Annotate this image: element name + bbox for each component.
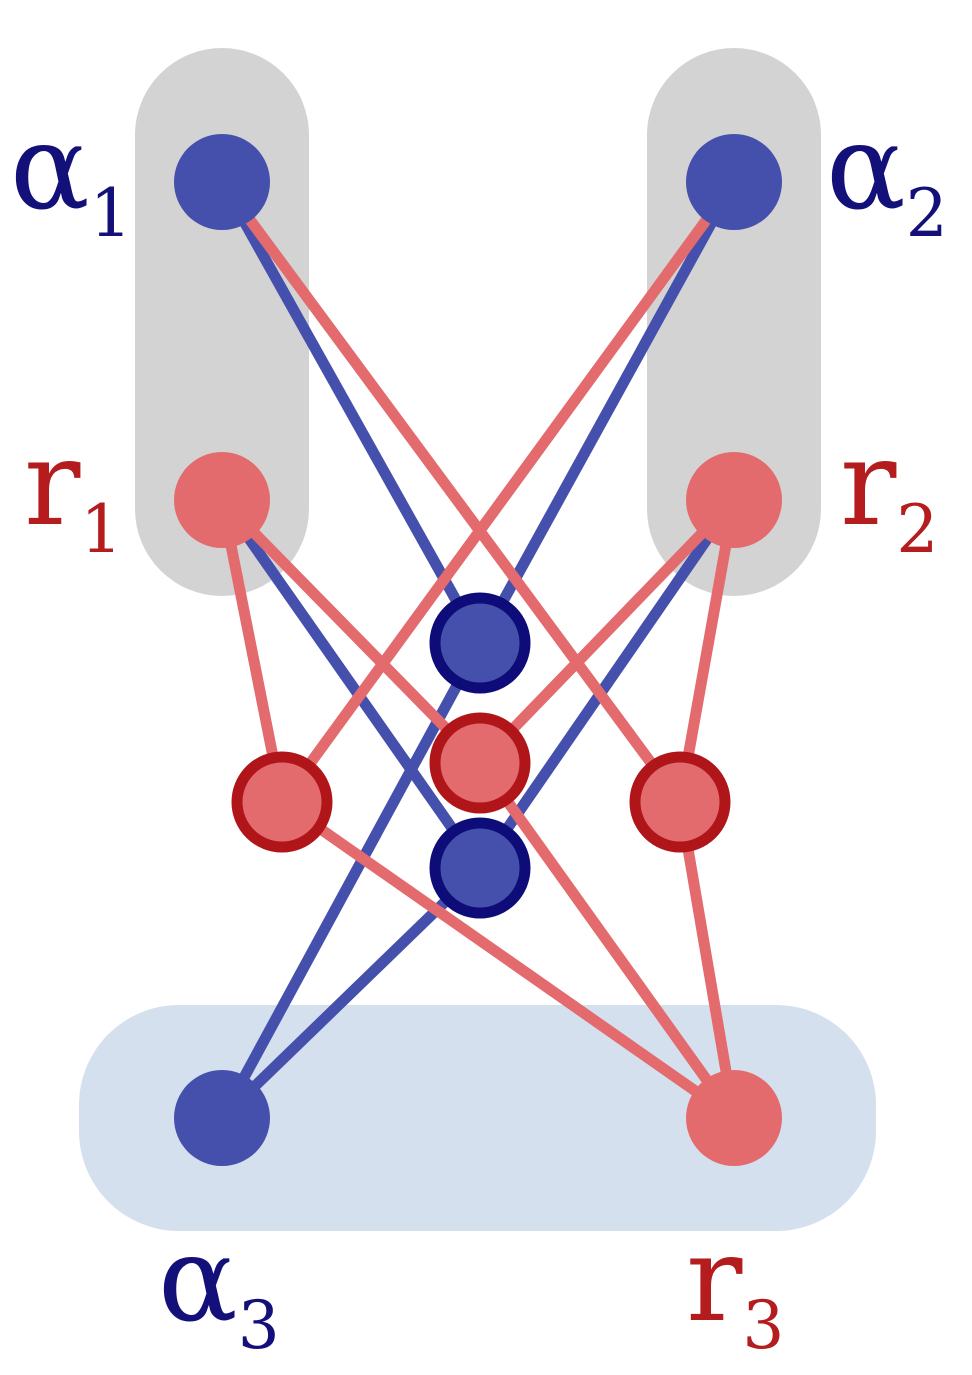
label-alpha1: α1 bbox=[10, 98, 132, 252]
node-r3 bbox=[686, 1070, 782, 1166]
label-r2: r2 bbox=[840, 414, 938, 568]
edge-m-r-left-to-r3 bbox=[278, 797, 738, 1123]
node-r2 bbox=[686, 452, 782, 548]
label-alpha2: α2 bbox=[826, 98, 948, 252]
edge-r1-to-m-alpha-bottom bbox=[217, 496, 485, 872]
edges bbox=[216, 178, 740, 1123]
edge-r1-to-m-r-left bbox=[216, 498, 288, 804]
edge-alpha2-to-m-r-left bbox=[277, 178, 739, 806]
node-m-r-left bbox=[231, 751, 333, 853]
node-alpha1 bbox=[174, 134, 270, 230]
edge-alpha1-to-m-alpha-top bbox=[217, 179, 485, 646]
node-m-alpha-top bbox=[429, 592, 531, 694]
edge-r2-to-m-r-right bbox=[674, 499, 740, 803]
nodes bbox=[174, 134, 782, 1166]
edge-m-r-center-to-r3 bbox=[475, 759, 739, 1122]
label-alpha3: α3 bbox=[158, 1210, 280, 1364]
edge-alpha1-to-m-r-right bbox=[217, 178, 685, 806]
edge-m-r-right-to-r3 bbox=[674, 801, 740, 1119]
edge-r1-to-m-r-center bbox=[218, 496, 484, 767]
node-r1 bbox=[174, 452, 270, 548]
node-m-r-center bbox=[429, 712, 531, 814]
edge-alpha2-to-m-alpha-top bbox=[475, 179, 739, 646]
node-m-alpha-bottom bbox=[429, 817, 531, 919]
node-alpha3 bbox=[174, 1070, 270, 1166]
label-r1: r1 bbox=[24, 414, 122, 568]
edge-r2-to-m-alpha-bottom bbox=[475, 496, 739, 872]
node-m-r-right bbox=[629, 751, 731, 853]
edge-r2-to-m-r-center bbox=[476, 496, 738, 767]
node-alpha2 bbox=[686, 134, 782, 230]
label-r3: r3 bbox=[686, 1210, 784, 1364]
labels: α1 α2 r1 r2 α3 r3 bbox=[10, 98, 948, 1364]
